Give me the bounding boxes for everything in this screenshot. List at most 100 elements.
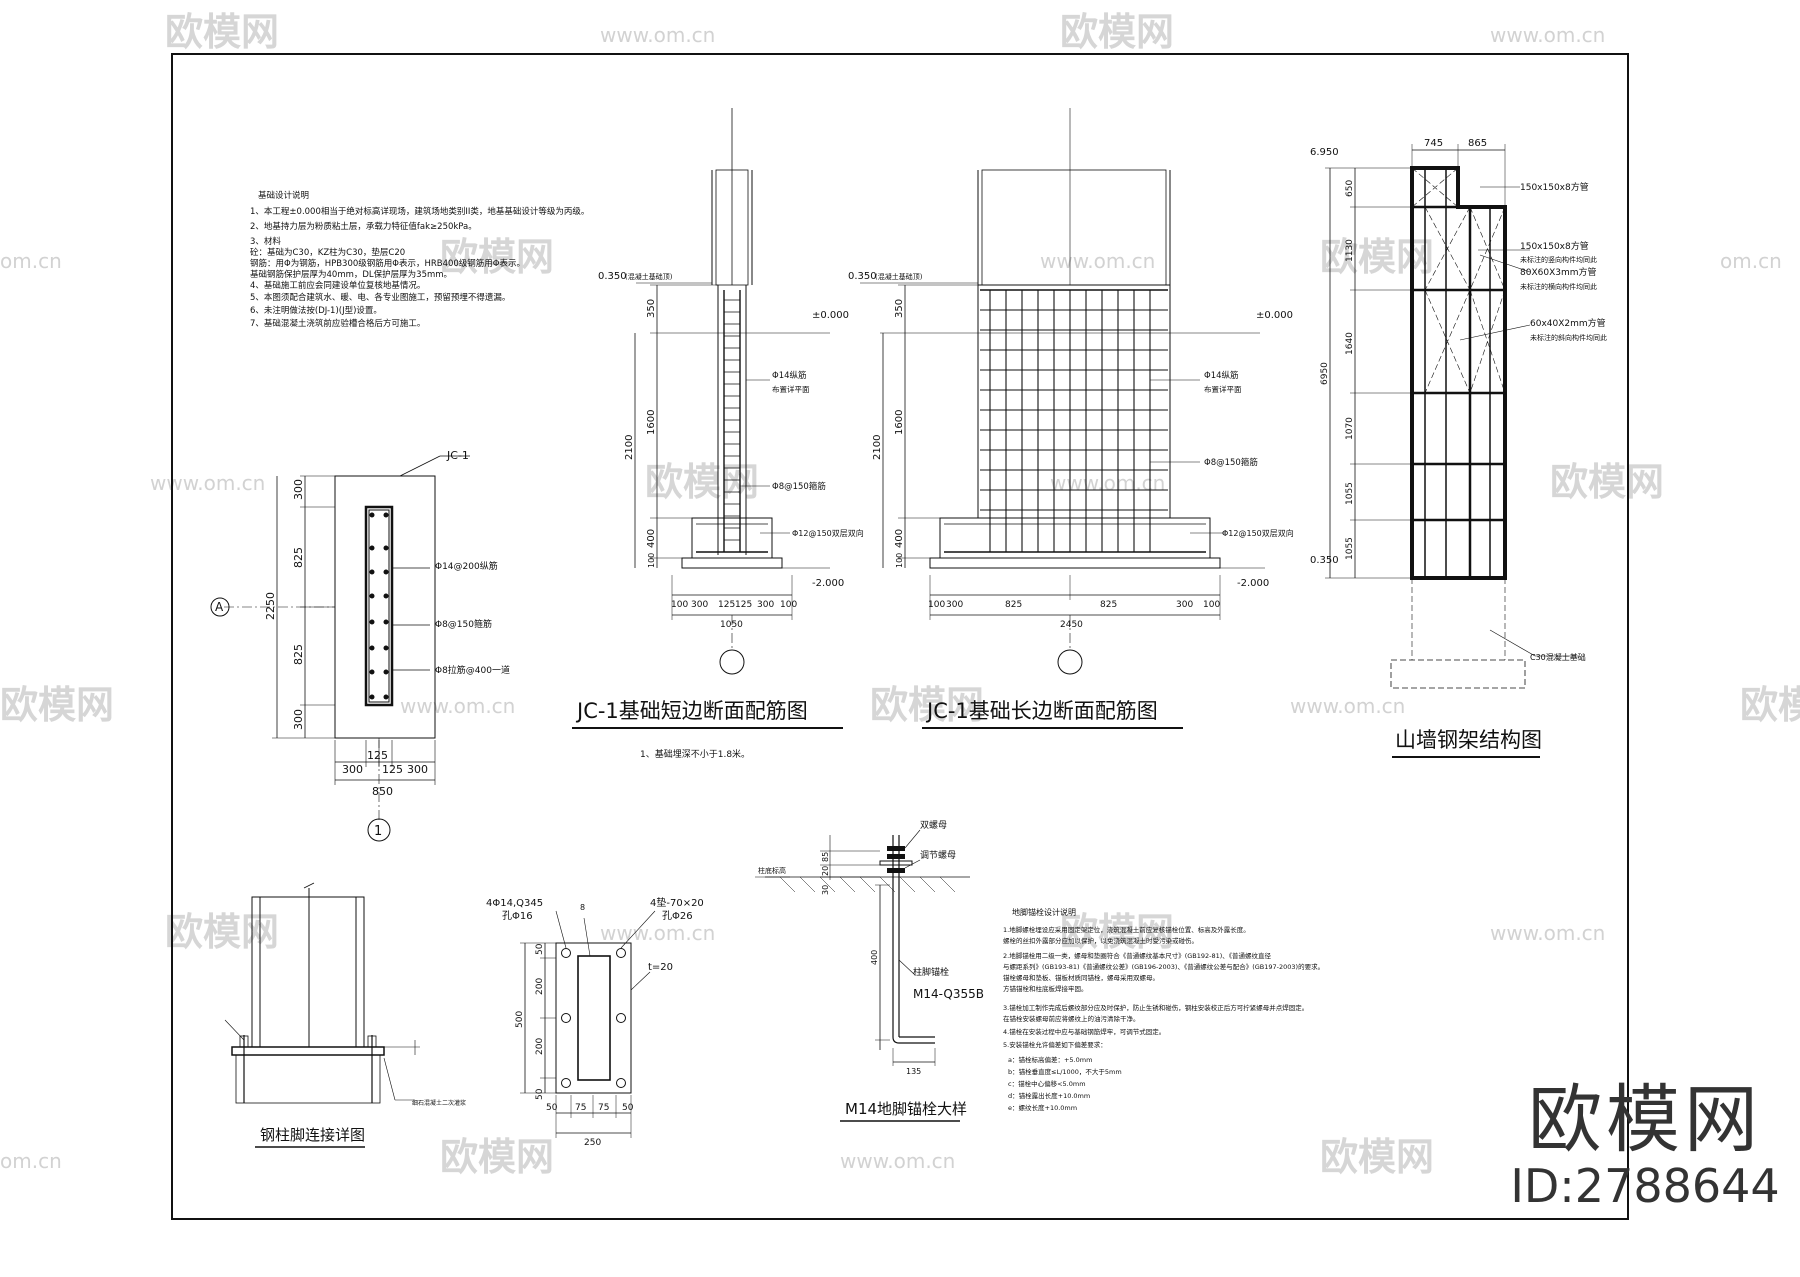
plate-hole-label: 孔Φ16 [502,910,533,922]
short-section [634,108,830,675]
long-elev-top: 0.350 [848,271,877,282]
short-dim-h: 300 [691,600,708,610]
watermark-url: www.om.cn [1050,471,1165,495]
plate-dim-v: 200 [535,1038,545,1055]
plan-dim-total-h: 850 [372,785,393,798]
gable-label-2: 150x150x8方管 [1520,240,1589,252]
plate-dim-v: 50 [535,943,545,955]
anchor-title: M14地脚锚栓大样 [845,1100,967,1118]
watermark-brand: 欧模网 [870,683,984,727]
anchor-dim-top: 30 [821,885,830,895]
short-dim-total-h: 1050 [720,620,743,630]
plate-washer-label: 4垫-70×20 [650,896,704,909]
notes-line: 1、本工程±0.000相当于绝对标高详现场，建筑场地类别II类，地基基础设计等级… [250,206,589,217]
notes-line: 砼：基础为C30，KZ柱为C30，垫层C20 [250,247,405,258]
anchor-notes-line: c：锚栓中心偏移<5.0mm [1008,1079,1086,1088]
gable-dim-v: 650 [1345,180,1355,197]
anchor-adjust-label: 调节螺母 [920,850,956,861]
plan-rebar-dots [369,512,389,700]
base-plate-labels: 4Φ14,Q345 孔Φ16 8 4垫-70×20 孔Φ26 t=20 50 2… [486,896,704,1148]
short-section-note: 1、基础埋深不小于1.8米。 [640,748,750,760]
watermark-url: www.om.cn [150,471,265,495]
watermark-brand: 欧模网 [1320,235,1434,279]
anchor-notes-line: 螺栓的丝扣外露部分应加以保护，以免浇筑混凝土时受污染或碰伤。 [1003,936,1198,945]
anchor-bolt-label: 柱脚锚栓 [913,966,949,978]
gable-dim-top: 865 [1468,138,1487,149]
notes-line: 4、基础施工前应会同建设单位复核地基情况。 [250,280,425,291]
plan-dim-h: 300 [342,763,363,776]
notes-line: 3、材料 [250,236,281,247]
plan-dim-v: 825 [292,547,305,568]
column-foot-title: 钢柱脚连接详图 [260,1126,365,1144]
foundation-plan [210,455,470,842]
plate-bolts-label: 4Φ14,Q345 [486,898,543,909]
watermark-brand: 欧模网 [440,235,554,279]
anchor-notes-title: 地脚锚栓设计说明 [1012,907,1076,917]
drawing-frame [171,53,1629,1220]
watermark-brand: 欧模网 [1740,683,1800,727]
jc-label: JC-1 [446,449,469,462]
long-dim-v: 1600 [894,410,905,435]
anchor-nut-label: 双螺母 [920,820,947,831]
gable-label-4b: 未标注的斜向构件均同此 [1530,333,1607,342]
brand-logo: 欧模网 [1528,1077,1762,1163]
plate-washer-hole: 孔Φ26 [662,910,693,922]
plan-rebar-3: Φ8拉筋@400一道 [435,664,510,676]
watermark-layer: 欧模网 www.om.cn 欧模网 www.om.cn om.cn 欧模网 ww… [0,10,1800,1179]
watermark-url: www.om.cn [1490,23,1605,47]
gable-label-3: 80X60X3mm方管 [1520,266,1597,278]
gable-dim-v: 1130 [1345,239,1355,262]
plate-dim-h: 75 [598,1103,609,1113]
notes-line: 5、本图须配合建筑水、暖、电、各专业图施工，预留预埋不得遗漏。 [250,292,510,303]
long-rebar-2: Φ8@150箍筋 [1204,457,1258,468]
watermark-url: www.om.cn [400,694,515,718]
plan-dim-h: 125 [367,749,388,762]
column-foot-labels: 细石混凝土二次灌浆 钢柱脚连接详图 [260,1099,466,1144]
long-dim-h: 825 [1005,600,1022,610]
short-rebar-1: Φ14纵筋 [772,370,807,381]
gable-dim-total-v: 6950 [1320,362,1330,385]
long-dim-h: 300 [1176,600,1193,610]
plan-dim-v: 300 [292,479,305,500]
notes-line: 钢筋：用Φ为钢筋，HPB300级钢筋用Φ表示，HRB400级钢筋用Φ表示。 [250,258,525,269]
long-elev-zero: ±0.000 [1256,310,1293,321]
watermark-url: www.om.cn [1290,694,1405,718]
anchor-spec: M14-Q355B [913,987,984,1001]
watermark-brand: 欧模网 [165,10,279,54]
watermark-brand: 欧模网 [1060,910,1174,954]
anchor-notes-line: b：锚栓垂直度≤L/1000，不大于5mm [1008,1067,1122,1076]
watermark-brand: 欧模网 [0,683,114,727]
gable-label-3b: 未标注的横向构件均同此 [1520,282,1597,291]
watermark-url: www.om.cn [1040,249,1155,273]
column-foot [224,882,420,1104]
anchor-notes-line: 锚栓螺母和垫板、锚板材质同锚栓，螺母采用双螺母。 [1003,973,1159,982]
plate-dim-v: 200 [535,978,545,995]
plan-rebar-2: Φ8@150箍筋 [435,618,492,630]
short-dim-v: 350 [646,299,657,318]
base-plate [520,910,656,1138]
plan-dim-total-v: 2250 [264,592,277,620]
long-rebar-3: Φ12@150双层双向 [1222,528,1294,538]
short-dim-h: 125 [718,600,735,610]
plate-dim-h: 75 [575,1103,586,1113]
anchor-notes: 地脚锚栓设计说明 1.地脚螺栓埋设应采用固定架定位，浇筑混凝土前应复核锚栓位置、… [1003,907,1324,1112]
anchor-dim-top: 85 [821,852,830,862]
notes-title: 基础设计说明 [258,190,309,201]
long-dim-total-v: 2100 [872,435,883,460]
long-rebar-1: Φ14纵筋 [1204,370,1239,381]
plan-labels: JC-1 A 1 Φ14@200纵筋 Φ8@150箍筋 Φ8拉筋@400一道 3… [215,449,510,839]
short-section-title: JC-1基础短边断面配筋图 [575,699,808,723]
short-dim-h: 100 [671,600,688,610]
gable-title: 山墙钢架结构图 [1395,728,1542,752]
plan-dim-h: 300 [407,763,428,776]
anchor-notes-line: 4.锚栓在安装过程中应与基础钢筋焊牢，可调节式固定。 [1003,1027,1165,1036]
notes-line: 2、地基持力层为粉质粘土层，承载力特征值fak≥250kPa。 [250,221,477,232]
plan-rebar-1: Φ14@200纵筋 [435,560,498,572]
anchor-dim-hook: 135 [906,1067,921,1076]
watermark-url: www.om.cn [1490,921,1605,945]
long-rebar-1b: 布置详平面 [1204,384,1242,394]
anchor-base-label: 柱底标高 [758,866,786,875]
plate-dim-h: 50 [622,1103,634,1113]
